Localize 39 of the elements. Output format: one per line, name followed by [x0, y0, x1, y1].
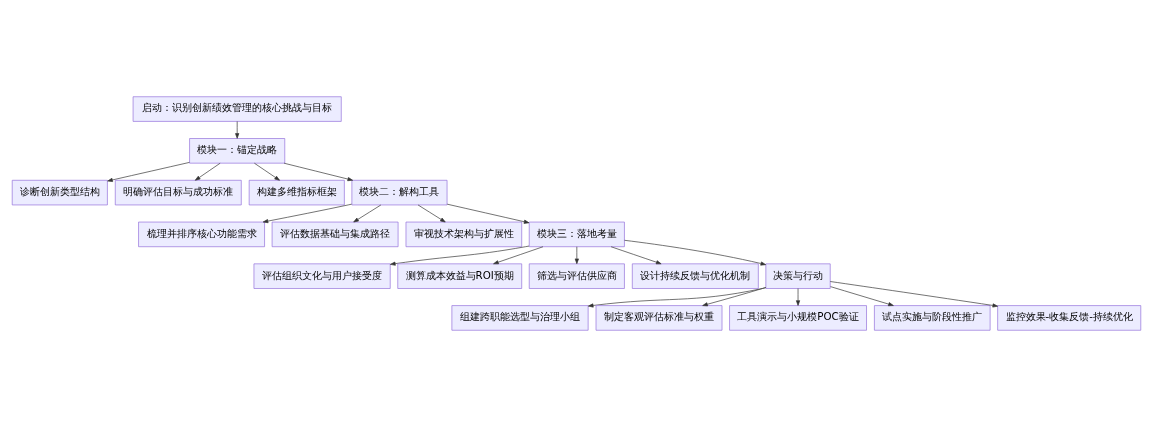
arrow — [702, 287, 767, 307]
node-box: 试点实施与阶段性推广 — [874, 305, 991, 331]
arrow — [390, 245, 530, 266]
node-box: 模块一：锚定战略 — [189, 138, 286, 164]
arrow — [262, 203, 352, 224]
node-box: 明确评估目标与成功标准 — [114, 179, 242, 206]
node-box: 梳理并排序核心功能需求 — [138, 221, 265, 248]
arrow — [417, 204, 446, 223]
arrow — [574, 246, 579, 264]
arrow — [493, 246, 544, 265]
node-box: 诊断创新类型结构 — [11, 179, 108, 206]
arrow — [624, 239, 767, 266]
node-box: 评估组织文化与用户接受度 — [253, 263, 391, 289]
arrow — [235, 121, 240, 139]
arrow — [587, 287, 767, 308]
node-box: 监控效果-收集反馈-持续优化 — [997, 305, 1142, 331]
arrow — [829, 281, 998, 308]
node-box: 组建跨职能选型与治理小组 — [451, 305, 589, 331]
arrow — [796, 288, 801, 306]
arrow — [254, 162, 280, 181]
node-box: 决策与行动 — [765, 263, 831, 289]
node-box: 模块二：解构工具 — [351, 179, 448, 206]
node-box: 工具演示与小规模POC验证 — [729, 305, 867, 331]
node-box: 制定客观评估标准与权重 — [595, 305, 723, 331]
node-box: 测算成本效益与ROI预期 — [397, 263, 523, 289]
arrow — [446, 203, 530, 224]
node-box: 设计持续反馈与优化机制 — [631, 263, 759, 289]
node-box: 筛选与评估供应商 — [528, 263, 625, 289]
arrow — [353, 204, 382, 223]
node-box: 审视技术架构与扩展性 — [405, 221, 523, 248]
arrow — [830, 286, 894, 307]
node-box: 启动：识别创新绩效管理的核心挑战与目标 — [132, 96, 342, 122]
arrow — [610, 246, 662, 265]
node-box: 评估数据基础与集成路径 — [271, 221, 399, 248]
arrow — [194, 162, 221, 181]
node-box: 构建多维指标框架 — [248, 179, 345, 206]
arrow — [107, 162, 190, 182]
node-box: 模块三：落地考量 — [528, 221, 625, 248]
arrow — [283, 162, 353, 182]
